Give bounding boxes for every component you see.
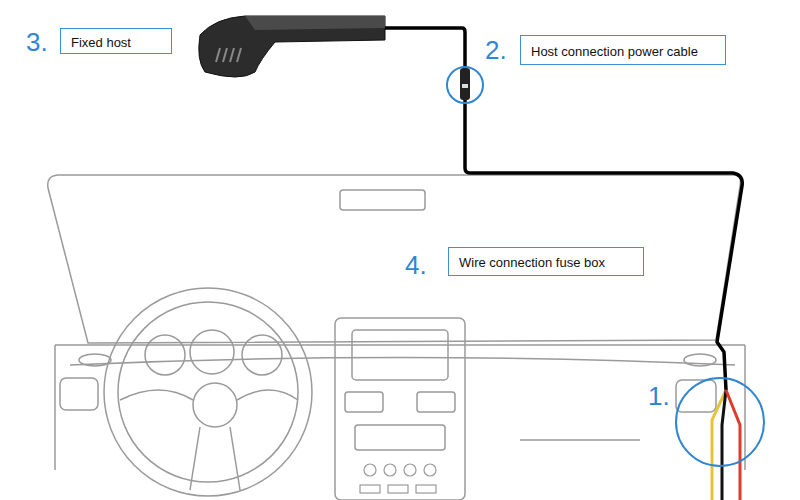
steering-spokes xyxy=(120,390,298,490)
button xyxy=(360,485,380,493)
gauge xyxy=(242,335,282,375)
callout-number: 1. xyxy=(648,382,670,410)
button xyxy=(404,464,416,476)
dash-line xyxy=(70,358,735,366)
button xyxy=(384,464,396,476)
button xyxy=(416,485,436,493)
callout-number: 2. xyxy=(485,36,507,64)
radio xyxy=(355,425,445,450)
callout-number: 4. xyxy=(405,251,427,279)
callout-text: Wire connection fuse box xyxy=(459,255,605,271)
speaker xyxy=(79,354,111,366)
center-console xyxy=(335,318,465,500)
dashcam-top xyxy=(245,16,385,30)
glovebox-line xyxy=(520,439,640,441)
connector-joint xyxy=(462,84,468,88)
screen xyxy=(352,330,448,380)
vent xyxy=(345,392,383,412)
mirror-mount xyxy=(340,190,425,210)
red-wire xyxy=(726,390,740,500)
console-buttons xyxy=(360,464,436,493)
dashcam-vents xyxy=(216,48,241,62)
callout-text: Fixed host xyxy=(71,35,131,51)
callout-box: Host connection power cable xyxy=(520,35,726,65)
button xyxy=(424,464,436,476)
car-interior xyxy=(48,175,745,500)
speaker xyxy=(684,354,716,366)
gauge xyxy=(190,330,234,374)
callout-box: Wire connection fuse box xyxy=(448,247,644,276)
callout-number: 3. xyxy=(26,28,48,56)
highlight-circle xyxy=(676,378,764,466)
power-cable xyxy=(385,28,742,390)
highlight-circle xyxy=(447,67,483,103)
gauge xyxy=(145,335,185,375)
dashboard xyxy=(55,345,745,470)
steering-wheel xyxy=(104,288,312,496)
button xyxy=(364,464,376,476)
black-wire xyxy=(722,390,726,500)
steering-hub xyxy=(193,383,237,427)
yellow-wire xyxy=(712,390,726,500)
vent xyxy=(60,378,98,410)
cable-connector xyxy=(460,68,470,100)
callout-box: Fixed host xyxy=(60,28,172,54)
button xyxy=(388,485,408,493)
vent xyxy=(417,392,455,412)
callout-text: Host connection power cable xyxy=(531,44,698,60)
dashcam-host xyxy=(199,16,385,77)
